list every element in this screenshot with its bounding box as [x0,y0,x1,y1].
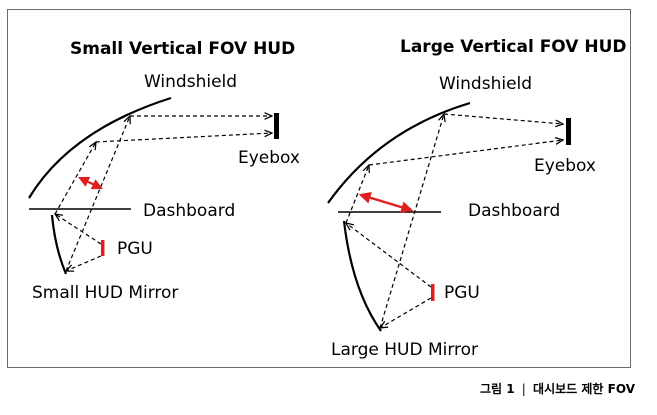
large-fov-hud-diagram: Large Vertical FOV HUD Windshield Eyebox… [327,37,627,360]
left-hud-mirror [50,214,68,275]
left-windshield-line [28,96,172,199]
right-ray-mirror-top-to-windshield [345,165,369,224]
left-ray-pgu-to-mirror-bottom [66,255,102,271]
right-ray-windshield-to-eyebox-upper [443,113,563,124]
left-ray-windshield-to-eyebox-lower [95,133,272,143]
right-pgu-label: PGU [444,283,480,303]
caption-separator: | [521,382,526,396]
right-ray-pgu-to-mirror-top [346,223,432,288]
caption-text: 대시보드 제한 FOV [533,382,635,396]
right-ray-pgu-to-mirror-bottom [380,297,432,328]
left-eyebox-label: Eyebox [238,148,300,168]
left-mirror-label: Small HUD Mirror [32,283,178,303]
left-ray-pgu-to-mirror-top [55,214,102,245]
left-eyebox-bar [274,113,279,139]
left-dashboard-label: Dashboard [143,201,235,221]
right-eyebox-bar [566,118,571,145]
left-ray-mirror-top-to-windshield [54,142,96,215]
right-ray-mirror-bottom-to-windshield [379,114,444,329]
left-optical-paths [55,116,272,271]
figure-frame [7,9,631,368]
right-eyebox-label: Eyebox [534,156,596,176]
right-pgu-bar [431,284,435,301]
right-hud-mirror [342,220,382,332]
left-windshield-label: Windshield [144,72,237,92]
small-fov-hud-diagram: Small Vertical FOV HUD Windshield Eyebox… [28,39,300,303]
right-fov-span-arrow [358,192,414,213]
right-mirror-label: Large HUD Mirror [331,340,478,360]
small-fov-title: Small Vertical FOV HUD [70,39,295,59]
right-windshield-line [327,101,471,204]
left-pgu-bar [101,240,105,256]
right-optical-paths [346,114,563,328]
left-fov-span-arrow [78,176,103,190]
figure-number: 그림 1 [480,382,515,396]
figure-caption: 그림 1 | 대시보드 제한 FOV [480,380,635,397]
large-fov-title: Large Vertical FOV HUD [400,37,627,57]
left-pgu-label: PGU [117,239,153,259]
right-windshield-label: Windshield [439,74,532,94]
right-dashboard-label: Dashboard [468,201,560,221]
right-ray-windshield-to-eyebox-lower [368,140,563,166]
